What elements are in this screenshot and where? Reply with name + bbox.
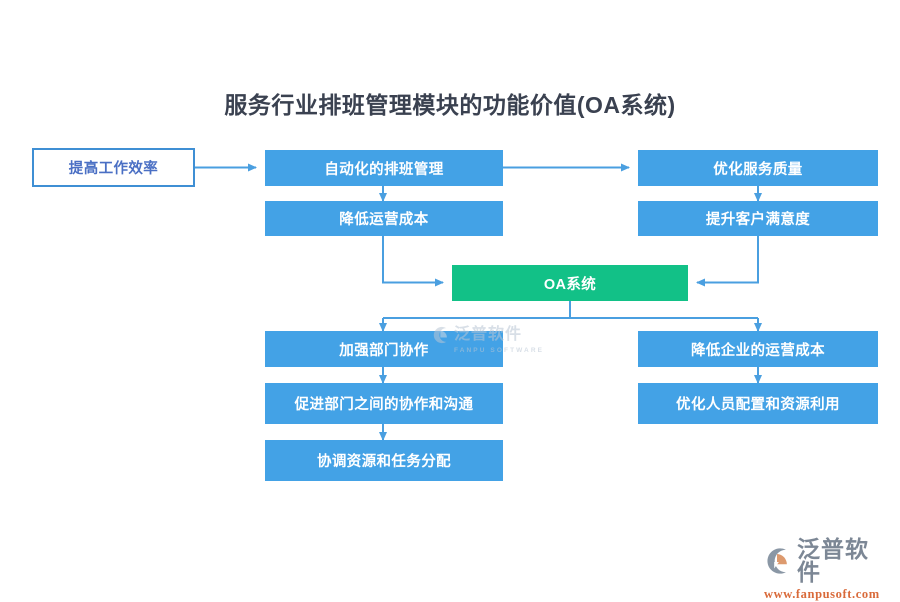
fanpu-logo-icon <box>767 548 787 574</box>
node-automated-scheduling[interactable]: 自动化的排班管理 <box>265 150 503 186</box>
node-promote-dept-communication[interactable]: 促进部门之间的协作和沟通 <box>265 383 503 424</box>
node-strengthen-dept-collaboration[interactable]: 加强部门协作 <box>265 331 503 367</box>
node-optimize-staffing-resources[interactable]: 优化人员配置和资源利用 <box>638 383 878 424</box>
brand-name: 泛普软件 <box>797 536 869 585</box>
node-oa-system[interactable]: OA系统 <box>452 265 688 301</box>
node-label: 加强部门协作 <box>339 342 429 359</box>
brand-url: www.fanpusoft.com <box>764 587 880 601</box>
node-label: 降低企业的运营成本 <box>690 342 826 359</box>
node-label: 提高工作效率 <box>68 161 159 177</box>
node-optimize-service-quality[interactable]: 优化服务质量 <box>638 150 878 186</box>
node-label: 促进部门之间的协作和沟通 <box>294 397 474 413</box>
node-raise-customer-satisfaction[interactable]: 提升客户满意度 <box>638 201 878 236</box>
node-label: 提升客户满意度 <box>705 212 811 228</box>
brand-logo: 泛普软件 www.fanpusoft.com <box>762 536 892 602</box>
node-label: 降低运营成本 <box>339 212 429 228</box>
node-reduce-enterprise-cost[interactable]: 降低企业的运营成本 <box>638 331 878 367</box>
page-title: 服务行业排班管理模块的功能价值(OA系统) <box>224 92 676 118</box>
node-coordinate-resource-tasks[interactable]: 协调资源和任务分配 <box>265 440 503 481</box>
node-label: 自动化的排班管理 <box>324 161 444 178</box>
node-reduce-operating-cost[interactable]: 降低运营成本 <box>265 201 503 236</box>
connector-satisfaction-to-oa <box>696 236 759 287</box>
node-label: OA系统 <box>543 276 597 293</box>
node-label: 优化人员配置和资源利用 <box>676 397 840 413</box>
node-label: 优化服务质量 <box>713 161 803 178</box>
node-improve-efficiency[interactable]: 提高工作效率 <box>32 148 195 187</box>
node-label: 协调资源和任务分配 <box>316 454 452 470</box>
connector-cost-to-oa <box>382 236 444 287</box>
